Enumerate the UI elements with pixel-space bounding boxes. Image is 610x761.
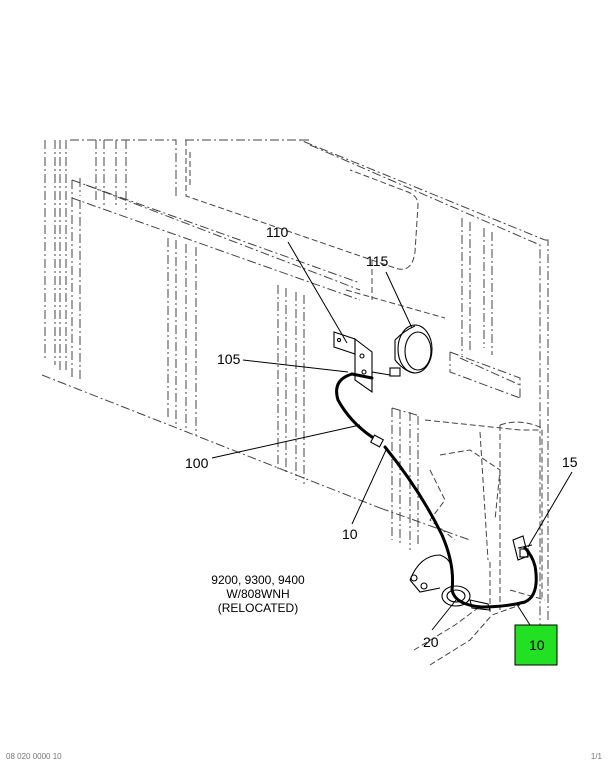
wire-harness <box>335 372 538 609</box>
leader-115 <box>385 271 413 329</box>
callout-10-upper[interactable]: 10 <box>342 526 358 542</box>
leader-10-highlight <box>515 602 531 626</box>
callout-105[interactable]: 105 <box>217 351 241 367</box>
note-line-2: W/808WNH <box>226 587 289 601</box>
footer-drawing-code: 08 020 0000 10 <box>6 752 62 761</box>
footer-page-number: 1/1 <box>590 752 602 761</box>
callout-110[interactable]: 110 <box>266 224 289 240</box>
horn-assembly <box>394 324 433 374</box>
grommet-assembly <box>409 554 491 611</box>
harness-connector <box>512 535 533 561</box>
leader-100 <box>211 424 361 459</box>
leader-20 <box>431 599 457 631</box>
inline-connector <box>369 434 385 448</box>
leader-lines <box>211 241 573 631</box>
cab-structure-phantom <box>41 139 549 666</box>
leader-110 <box>287 241 348 344</box>
callout-20[interactable]: 20 <box>423 634 439 650</box>
leader-10-upper <box>351 449 387 525</box>
callout-100[interactable]: 100 <box>185 455 209 471</box>
note-line-1: 9200, 9300, 9400 <box>211 573 305 587</box>
callout-10-highlight[interactable]: 10 <box>529 637 545 653</box>
leader-15 <box>527 471 573 548</box>
mounting-bracket <box>333 331 401 394</box>
callout-115[interactable]: 115 <box>366 253 389 269</box>
note-line-3: (RELOCATED) <box>218 601 298 615</box>
callout-15[interactable]: 15 <box>562 454 578 470</box>
leader-105 <box>242 359 349 373</box>
callout-10-highlight-box[interactable] <box>514 624 558 666</box>
